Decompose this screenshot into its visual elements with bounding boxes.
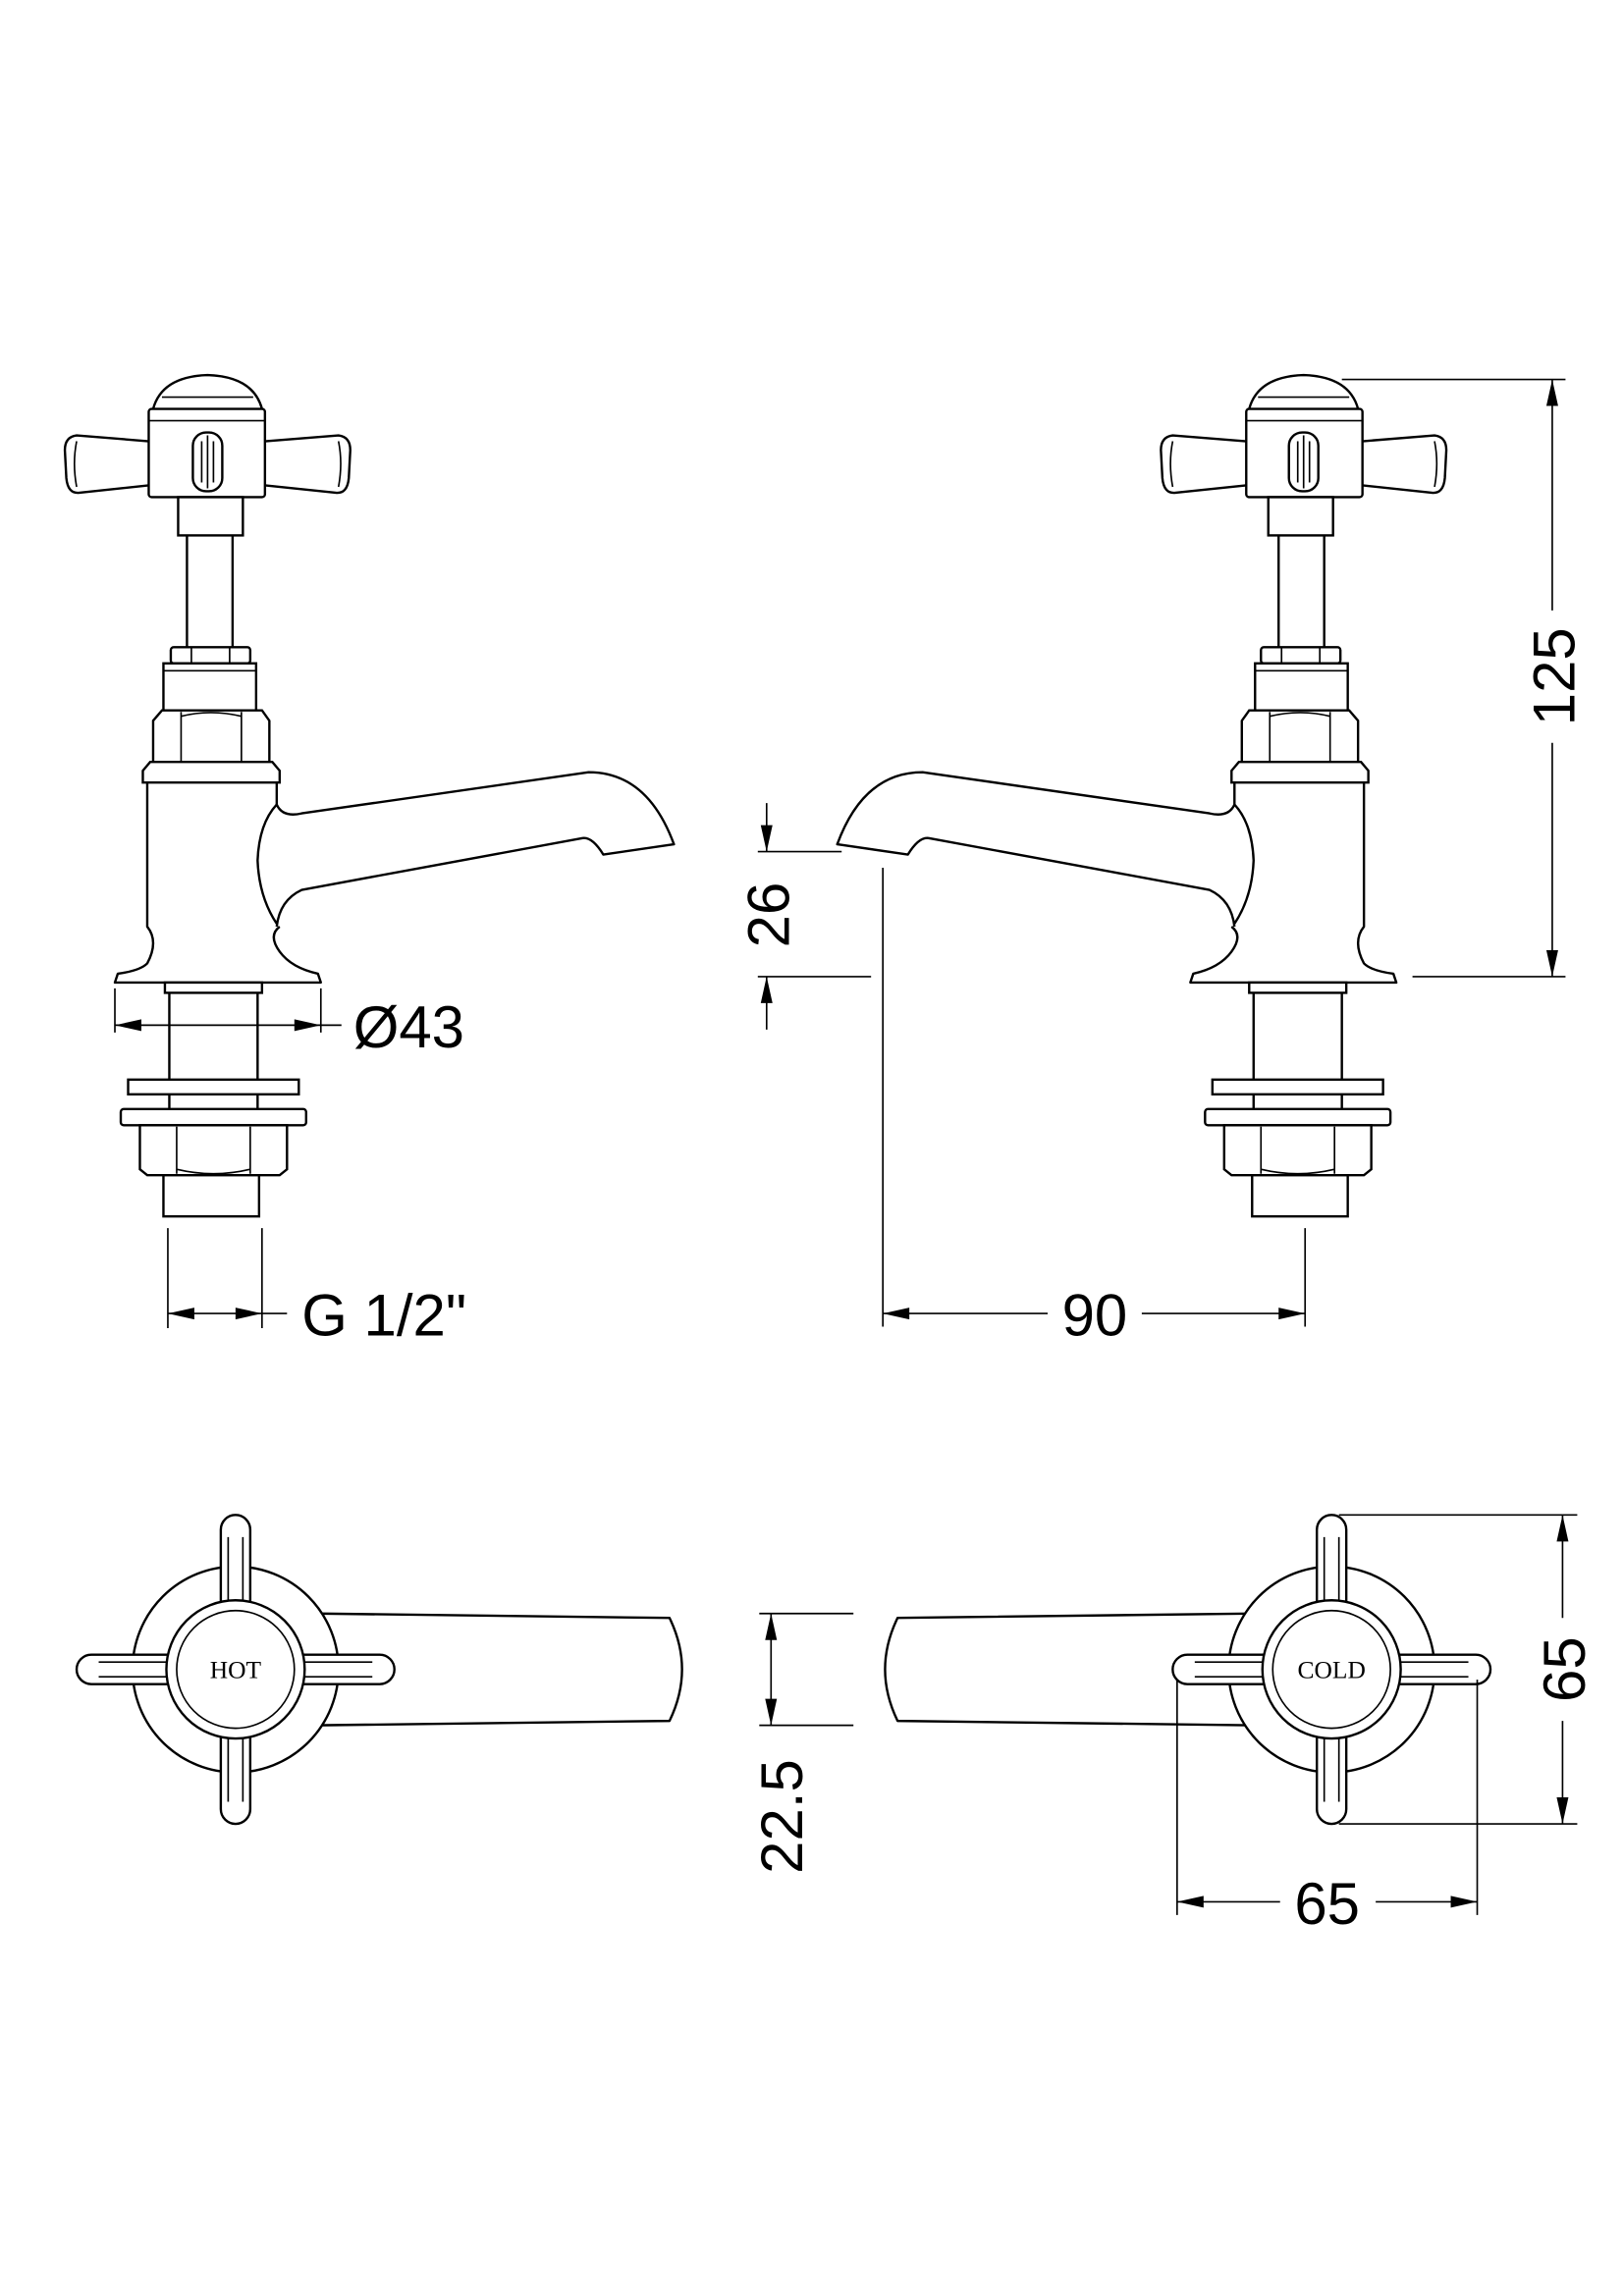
spout-height-label: 26 (735, 882, 801, 948)
hot-tap-top-view (75, 1514, 683, 1826)
overall-height-dimension (1341, 378, 1566, 978)
cold-tap-top-view (884, 1514, 1492, 1826)
thread-size-label: G 1/2" (301, 1283, 466, 1349)
hot-cap-label: HOT (210, 1656, 262, 1684)
thread-size-dimension (167, 1228, 288, 1329)
handle-depth-dimension (1338, 1514, 1578, 1825)
lever-width-dimension (759, 1612, 854, 1727)
spout-reach-dimension (882, 868, 1307, 1327)
flange-diameter-dimension (114, 988, 342, 1033)
cold-tap-side-view (836, 373, 1448, 1218)
overall-height-label: 125 (1521, 627, 1587, 725)
handle-width-dimension (1176, 1680, 1479, 1915)
handle-width-label: 65 (1294, 1871, 1360, 1937)
cold-cap-label: COLD (1298, 1656, 1366, 1684)
handle-depth-label: 65 (1532, 1636, 1597, 1702)
flange-diameter-label: Ø43 (353, 994, 464, 1060)
spout-reach-label: 90 (1062, 1283, 1128, 1349)
lever-width-label: 22.5 (749, 1759, 815, 1874)
hot-tap-side-view (63, 373, 676, 1218)
spout-height-dimension (757, 803, 872, 1030)
